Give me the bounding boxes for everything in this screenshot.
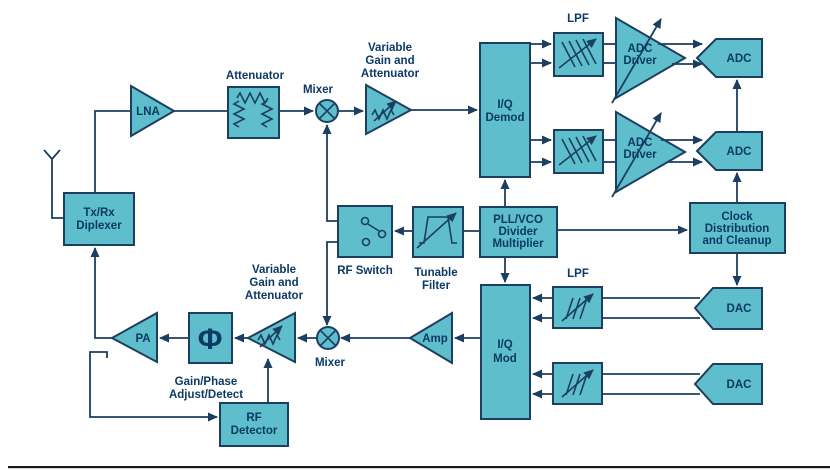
- vga-tx-block: [245, 311, 296, 364]
- lna-label: LNA: [136, 106, 160, 118]
- adc-driver-q-label: ADC: [628, 137, 653, 149]
- dac-q-label: DAC: [727, 379, 752, 391]
- iq-demod-label: I/Q: [497, 99, 512, 111]
- iq-demod-block: [479, 42, 531, 178]
- iq-mod-label: I/Q: [497, 339, 512, 351]
- gain-phase-label: Gain/Phase: [175, 376, 238, 388]
- adc-q-block: [695, 131, 763, 171]
- vga-rx-block: [365, 83, 414, 136]
- bottom-rule: [8, 466, 830, 469]
- pll-label: PLL/VCO: [493, 214, 543, 226]
- pa-amplifier-block: [109, 311, 158, 364]
- clock-distribution-block: [689, 202, 786, 254]
- tx-rx-diplexer-block: [63, 192, 135, 246]
- dac-q-block: [693, 363, 763, 405]
- dac-i-label: DAC: [727, 303, 752, 315]
- amp-block: [408, 311, 453, 365]
- vga-rx-label: Gain and: [365, 55, 414, 67]
- attenuator-label: Attenuator: [226, 70, 285, 82]
- adc-driver-i-label: ADC: [628, 43, 653, 55]
- spdt-switch-icon: [360, 216, 387, 247]
- vga-tx-label: Gain and: [249, 277, 298, 289]
- variable-gain-rx-icon: [371, 100, 397, 122]
- antenna-icon: [43, 149, 64, 219]
- lpf-rx-label: LPF: [567, 13, 589, 25]
- lowpass-filter-tx-q-icon: [561, 369, 594, 398]
- variable-gain-tx-icon: [257, 325, 283, 348]
- wire-pa-to-diplexer: [90, 247, 112, 339]
- lna-amplifier-block: [130, 84, 176, 138]
- vga-tx-label: Variable: [252, 264, 296, 276]
- mixer-rx-label: Mixer: [303, 84, 334, 96]
- vga-rx-label: Attenuator: [361, 68, 420, 80]
- wire-diplexer-to-lna: [94, 110, 131, 194]
- pa-label: PA: [135, 333, 150, 345]
- wire-switch-to-mixer-rx-lo: [322, 124, 338, 222]
- pll-label: Divider: [499, 226, 539, 238]
- clock-label: and Cleanup: [702, 235, 771, 247]
- adc-driver-i-gain-arrow-icon: [611, 18, 662, 104]
- adc-driver-q-label: Driver: [623, 149, 657, 161]
- mixer-tx-cross-icon: [319, 329, 337, 347]
- adc-i-block: [695, 38, 763, 78]
- rf-switch-label: RF Switch: [337, 265, 393, 277]
- tunable-bandpass-icon: [416, 212, 457, 249]
- dac-i-block: [693, 287, 763, 330]
- pi-attenuator-icon: [232, 91, 274, 128]
- vga-rx-label: Variable: [368, 42, 412, 54]
- vga-tx-label: Attenuator: [245, 290, 304, 302]
- tunable-filter-label: Tunable: [414, 267, 457, 279]
- lpf-tx-label: LPF: [567, 268, 589, 280]
- rf-detector-label: Detector: [231, 425, 278, 437]
- iq-mod-label: Mod: [493, 353, 517, 365]
- diplexer-label: Tx/Rx: [83, 207, 115, 219]
- clock-label: Clock: [721, 211, 753, 223]
- tunable-filter-label: Filter: [422, 280, 451, 292]
- clock-label: Distribution: [705, 223, 770, 235]
- iq-demod-label: Demod: [486, 112, 525, 124]
- adc-q-label: ADC: [727, 146, 752, 158]
- coupler-to-rf-detector: [89, 351, 218, 422]
- pll-label: Multiplier: [492, 238, 544, 250]
- rf-detector-label: RF: [246, 412, 261, 424]
- diplexer-label: Diplexer: [76, 220, 122, 232]
- lowpass-filter-tx-i-icon: [561, 293, 594, 322]
- adc-driver-i-label: Driver: [623, 55, 657, 67]
- adc-driver-q-gain-arrow-icon: [611, 112, 662, 198]
- rf-switch-block: [337, 205, 393, 258]
- mixer-rx-cross-icon: [318, 102, 336, 120]
- lowpass-filter-rx-i-icon: [558, 38, 597, 69]
- iq-mod-block: [480, 284, 531, 420]
- adc-i-label: ADC: [727, 53, 752, 65]
- lowpass-filter-rx-q-icon: [558, 135, 597, 166]
- pll-vco-block: [479, 206, 558, 258]
- wire-switch-to-mixer-tx-lo: [322, 241, 338, 326]
- rf-detector-block: [219, 402, 289, 447]
- mixer-tx-label: Mixer: [315, 357, 346, 369]
- phi-symbol: Φ: [198, 323, 223, 356]
- gain-phase-label: Adjust/Detect: [169, 389, 243, 401]
- phase-adjust-block: [188, 312, 233, 364]
- amp-label: Amp: [422, 333, 448, 345]
